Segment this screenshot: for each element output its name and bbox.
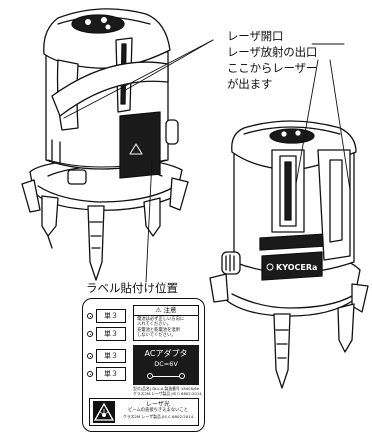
left-laser-unit: [21, 8, 189, 281]
battery-size: 単３: [96, 327, 126, 341]
battery-row: 単３: [87, 327, 129, 342]
warning-label-sheet: 単３ 単３ 単３ 単３ ⚠ 注意 電池は必ず正しい方向に 入れてください。 充電…: [82, 298, 205, 432]
battery-size: 単３: [96, 349, 126, 363]
right-laser-unit: [209, 120, 369, 389]
warning-sub: クラス2M レーザ製品 JIS C 6802:2014: [122, 414, 194, 419]
warning-title: レーザ光: [146, 401, 170, 408]
screw-icon: [87, 331, 93, 337]
callout-line-1: レーザ開口: [227, 29, 284, 43]
warning-triangle-icon: ⚠: [155, 306, 162, 314]
screw-icon: [87, 371, 93, 377]
model-info: 型式(品名) DLL-A 製造番号 18405/6e クラス2M レーザ製品 J…: [133, 386, 202, 396]
callout-line-4: が出ます: [227, 77, 273, 91]
battery-row: 単３: [87, 367, 129, 382]
caution-line: しないでください。: [137, 333, 176, 338]
ac-adapter-box: ACアダプタ DC=6V: [133, 345, 199, 385]
caution-line: 充電池と乾電池を混用: [137, 328, 180, 333]
laser-aperture-callout: レーザ開口 レーザ放射の出口 ここからレーザー が出ます: [227, 28, 317, 92]
polarity-icon: [147, 372, 185, 380]
battery-row: 単３: [87, 349, 129, 364]
ac-adapter-rating: DC=6V: [154, 360, 178, 368]
callout-leaders: [63, 39, 351, 283]
screw-icon: [87, 313, 93, 319]
brand-logo: KYOCERa: [276, 263, 317, 272]
caution-title: 注意: [163, 306, 177, 314]
laser-warning-box: レーザ光 ビームの直接ちき込まないこと クラス2M レーザ製品 JIS C 68…: [89, 398, 199, 426]
caution-box: ⚠ 注意 電池は必ず正しい方向に 入れてください。 充電池と乾電池を混用 しない…: [133, 305, 199, 341]
ac-adapter-title: ACアダプタ: [144, 349, 188, 358]
battery-size: 単３: [96, 309, 126, 323]
battery-size: 単３: [96, 367, 126, 381]
label-position-caption: ラベル貼付け位置: [86, 281, 178, 295]
laser-hazard-icon: [93, 401, 115, 423]
callout-line-2: レーザ放射の出口: [227, 45, 318, 59]
battery-row: 単３: [87, 309, 129, 324]
screw-icon: [87, 353, 93, 359]
caution-line: 入れてください。: [137, 322, 172, 327]
caution-line: 電池は必ず正しい方向に: [137, 317, 185, 322]
callout-line-3: ここからレーザー: [227, 61, 318, 75]
warning-line: ビームの直接ちき込まないこと: [127, 408, 189, 413]
